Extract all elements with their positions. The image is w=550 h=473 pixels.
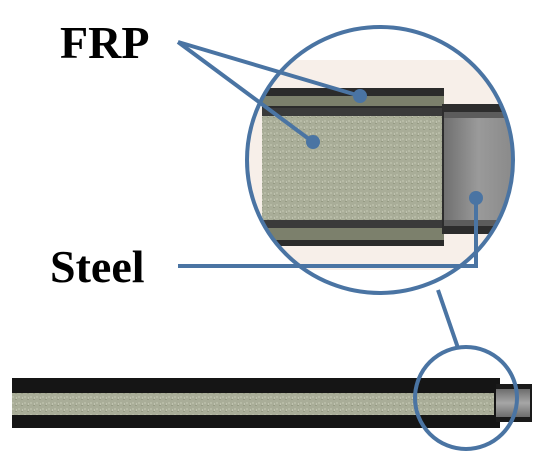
steel-section bbox=[442, 104, 513, 234]
zoom-connector-line bbox=[436, 289, 460, 349]
frp-label: FRP bbox=[60, 17, 149, 68]
frp-section bbox=[262, 88, 444, 246]
frp-callout: FRP bbox=[60, 17, 367, 149]
rod-frp-core bbox=[12, 393, 494, 415]
rod-overview bbox=[12, 378, 532, 428]
frp-callout-dot-inner bbox=[306, 135, 320, 149]
steel-callout-dot bbox=[469, 191, 483, 205]
steel-label: Steel bbox=[50, 241, 145, 292]
steel-callout: Steel bbox=[50, 191, 483, 292]
zoom-source-circle bbox=[413, 345, 519, 451]
frp-callout-dot-outer bbox=[353, 89, 367, 103]
zoom-magnifier-circle bbox=[245, 25, 515, 295]
magnified-view bbox=[247, 27, 513, 293]
